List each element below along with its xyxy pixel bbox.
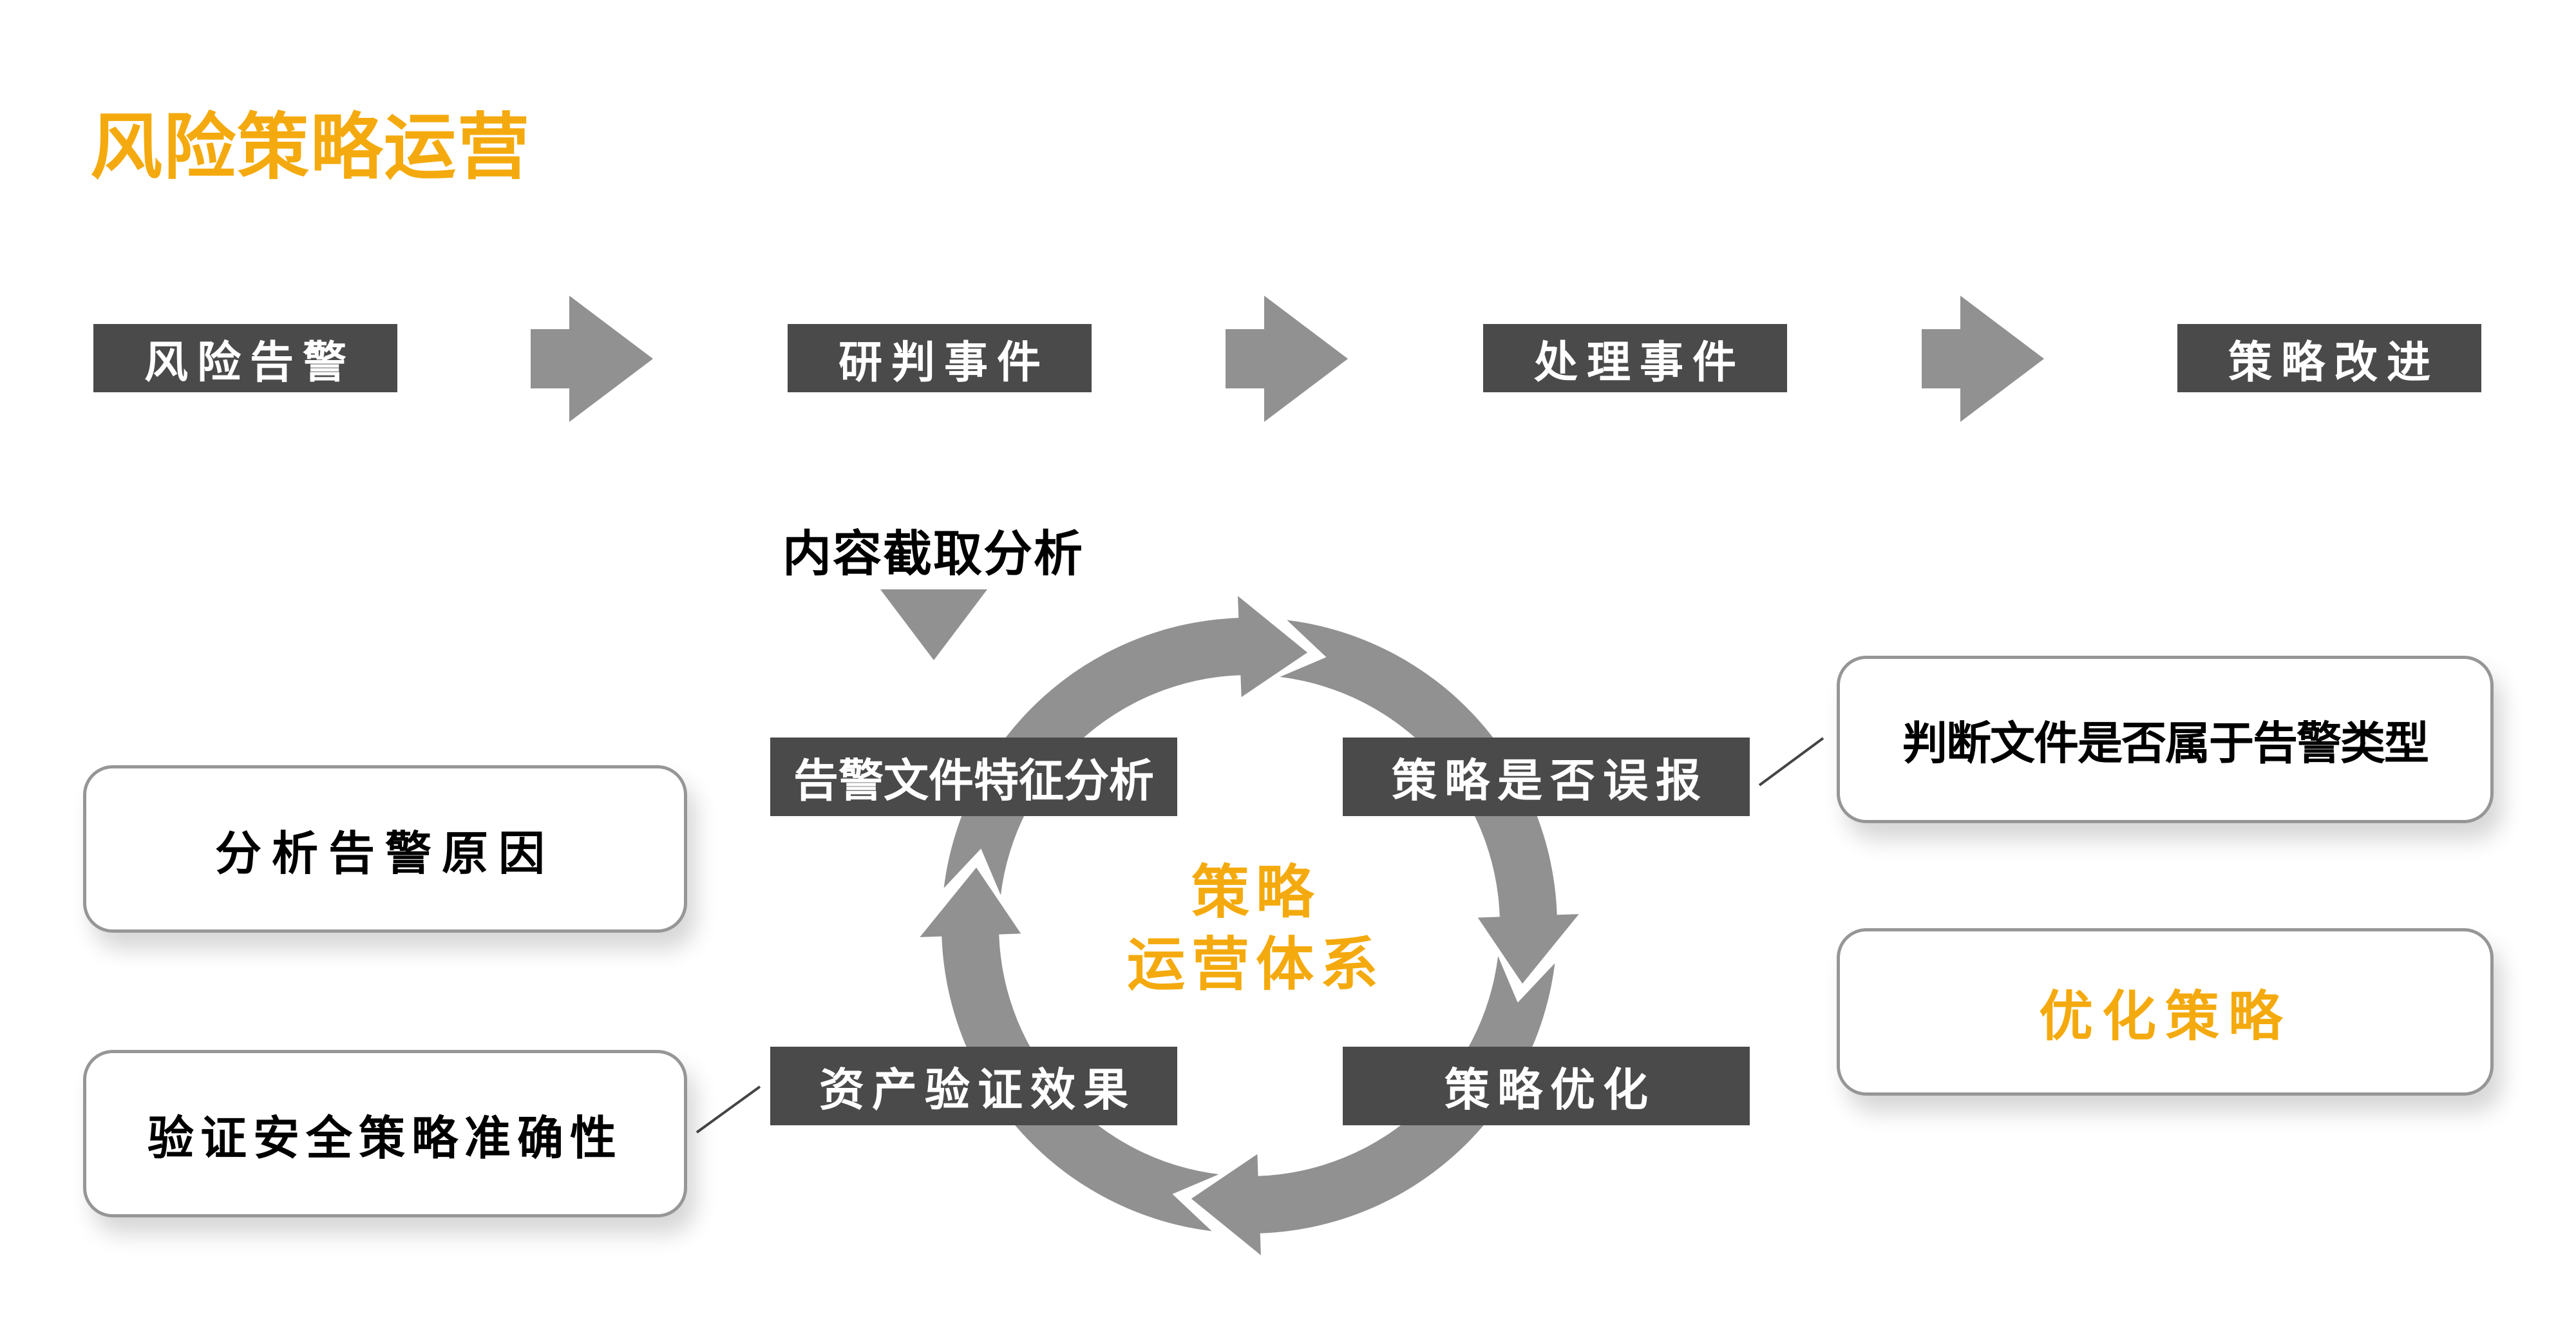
- cycle-node-feature-analysis: 告警文件特征分析: [770, 738, 1177, 816]
- cycle-center-line1: 策略: [1191, 859, 1320, 926]
- right-arrow-icon: [531, 296, 653, 422]
- cycle-arrow-top: [943, 596, 1308, 895]
- flow-step-risk-alert: 风险告警: [93, 324, 397, 392]
- cycle-arrow-right: [1280, 620, 1579, 984]
- cycle-node-false-positive: 策略是否误报: [1343, 738, 1750, 816]
- capture-label: 内容截取分析: [782, 525, 1084, 582]
- note-label: 验证安全策略准确性: [147, 1110, 623, 1165]
- cycle-node-label: 策略优化: [1444, 1063, 1656, 1116]
- note-analyze-alert-cause: 分析告警原因: [83, 765, 687, 933]
- cycle-center-title: 策略 运营体系: [1095, 857, 1417, 1001]
- note-label: 优化策略: [2038, 984, 2291, 1048]
- cycle-node-optimize: 策略优化: [1343, 1047, 1750, 1125]
- note-label: 判断文件是否属于告警类型: [1902, 716, 2429, 770]
- note-label: 分析告警原因: [214, 826, 555, 881]
- cycle-center-line2: 运营体系: [1127, 931, 1385, 998]
- flow-step-improve: 策略改进: [2177, 324, 2481, 392]
- note-judge-file-type: 判断文件是否属于告警类型: [1837, 656, 2494, 823]
- right-arrow-icon: [1922, 296, 2044, 422]
- page-title: 风险策略运营: [90, 106, 531, 189]
- right-arrow-icon: [1226, 296, 1348, 422]
- flow-step-label: 策略改进: [2228, 337, 2439, 388]
- cycle-node-label: 策略是否误报: [1392, 754, 1709, 807]
- flow-step-investigate: 研判事件: [788, 324, 1092, 392]
- cycle-node-label: 告警文件特征分析: [793, 754, 1154, 807]
- flow-step-label: 风险告警: [144, 337, 355, 388]
- flow-step-label: 处理事件: [1533, 337, 1745, 388]
- flow-step-label: 研判事件: [838, 337, 1050, 388]
- cycle-arrow-bottom: [1191, 956, 1555, 1255]
- cycle-node-asset-verify: 资产验证效果: [770, 1047, 1177, 1125]
- cycle-arrow-left: [920, 867, 1219, 1232]
- cycle-node-label: 资产验证效果: [819, 1063, 1136, 1116]
- down-triangle-icon: [880, 589, 987, 660]
- note-verify-policy-accuracy: 验证安全策略准确性: [83, 1050, 687, 1217]
- note-optimize-policy: 优化策略: [1837, 928, 2494, 1096]
- flow-step-handle: 处理事件: [1483, 324, 1787, 392]
